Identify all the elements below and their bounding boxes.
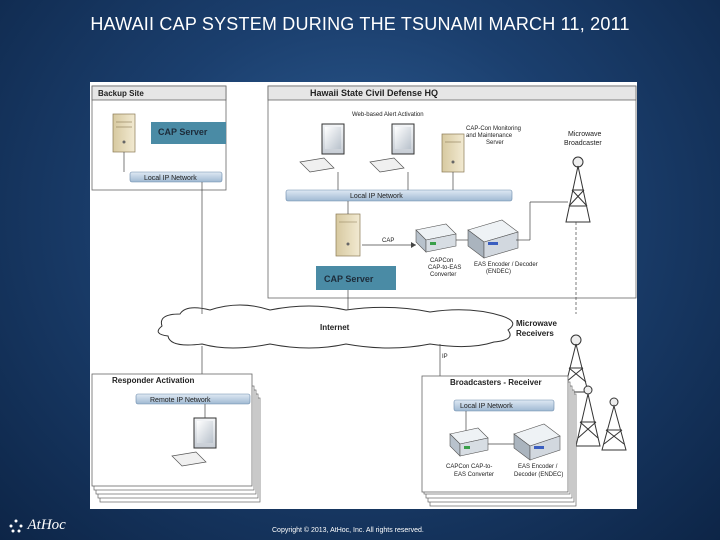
slide-title: HAWAII CAP SYSTEM DURING THE TSUNAMI MAR… bbox=[90, 14, 630, 34]
internet-cloud-icon bbox=[157, 304, 514, 349]
cap-arrow-label: CAP bbox=[382, 238, 394, 244]
local-ip-bc-label: Local IP Network bbox=[460, 403, 513, 410]
microwave-receivers-label-2: Receivers bbox=[516, 329, 554, 338]
eas-bc-label-1: EAS Encoder / bbox=[518, 464, 558, 470]
backup-site-label: Backup Site bbox=[98, 89, 144, 98]
receiver-tower-icon bbox=[601, 397, 627, 451]
eas-endec-icon bbox=[513, 423, 561, 461]
responder-activation-label: Responder Activation bbox=[112, 376, 194, 385]
hq-label: Hawaii State Civil Defense HQ bbox=[310, 88, 438, 98]
capcon-monitoring-server-icon bbox=[441, 133, 465, 173]
hq-server-icon bbox=[335, 213, 361, 257]
capcon-bc-label-2: EAS Converter bbox=[454, 472, 494, 478]
capcon-hq-label-3: Converter bbox=[430, 272, 456, 278]
capcon-bc-label-1: CAPCon CAP-to- bbox=[446, 464, 492, 470]
broadcasters-receiver-label: Broadcasters - Receiver bbox=[450, 378, 542, 387]
capcon-converter-icon bbox=[415, 223, 457, 253]
backup-server-icon bbox=[112, 113, 136, 153]
cap-server-hq-label: CAP Server bbox=[324, 274, 374, 284]
remote-ip-label: Remote IP Network bbox=[150, 397, 211, 404]
local-ip-network-broadcaster bbox=[453, 399, 555, 412]
diagram-canvas: Backup Site CAP Server Local IP Network … bbox=[91, 85, 637, 507]
local-ip-network-hq bbox=[285, 189, 513, 202]
local-ip-hq-label: Local IP Network bbox=[350, 193, 403, 200]
athoc-logo: AtHoc bbox=[8, 517, 66, 534]
microwave-broadcaster-label-2: Broadcaster bbox=[564, 140, 602, 147]
capcon-hq-label-1: CAPCon bbox=[430, 258, 453, 264]
copyright-footer: Copyright © 2013, AtHoc, Inc. All rights… bbox=[272, 527, 424, 534]
microwave-receivers-label-1: Microwave bbox=[516, 319, 557, 328]
cap-server-backup-label: CAP Server bbox=[158, 127, 208, 137]
local-ip-backup-label: Local IP Network bbox=[144, 175, 197, 182]
capcon-hq-label-2: CAP-to-EAS bbox=[428, 265, 461, 271]
broadcast-tower-icon bbox=[565, 156, 591, 223]
eas-hq-label-2: (ENDEC) bbox=[486, 269, 511, 275]
receiver-tower-icon bbox=[575, 385, 601, 447]
remote-ip-network bbox=[135, 393, 251, 405]
microwave-broadcaster-label-1: Microwave bbox=[568, 131, 602, 138]
workstation-icon bbox=[369, 123, 415, 173]
receiver-tower-icon bbox=[563, 334, 589, 393]
athoc-logo-icon bbox=[9, 519, 23, 533]
web-alert-label: Web-based Alert Activation bbox=[352, 112, 424, 118]
athoc-logo-text: AtHoc bbox=[27, 517, 66, 533]
capcon-converter-icon bbox=[449, 427, 489, 457]
capcon-monitor-label-2: and Maintenance bbox=[466, 133, 513, 139]
capcon-monitor-label-1: CAP-Con Monitoring bbox=[466, 126, 521, 132]
eas-hq-label-1: EAS Encoder / Decoder bbox=[474, 262, 538, 268]
internet-label: Internet bbox=[320, 323, 350, 332]
ip-label: IP bbox=[442, 354, 448, 360]
architecture-diagram: Backup Site CAP Server Local IP Network … bbox=[90, 82, 637, 509]
capcon-monitor-label-3: Server bbox=[486, 140, 504, 146]
responder-activation-box bbox=[91, 373, 253, 487]
eas-endec-icon bbox=[467, 219, 519, 259]
cap-server-hq bbox=[316, 266, 396, 290]
cap-server-backup bbox=[151, 122, 226, 144]
eas-bc-label-2: Decoder (ENDEC) bbox=[514, 472, 563, 478]
workstation-icon bbox=[299, 123, 345, 173]
local-ip-network-backup bbox=[129, 171, 223, 183]
